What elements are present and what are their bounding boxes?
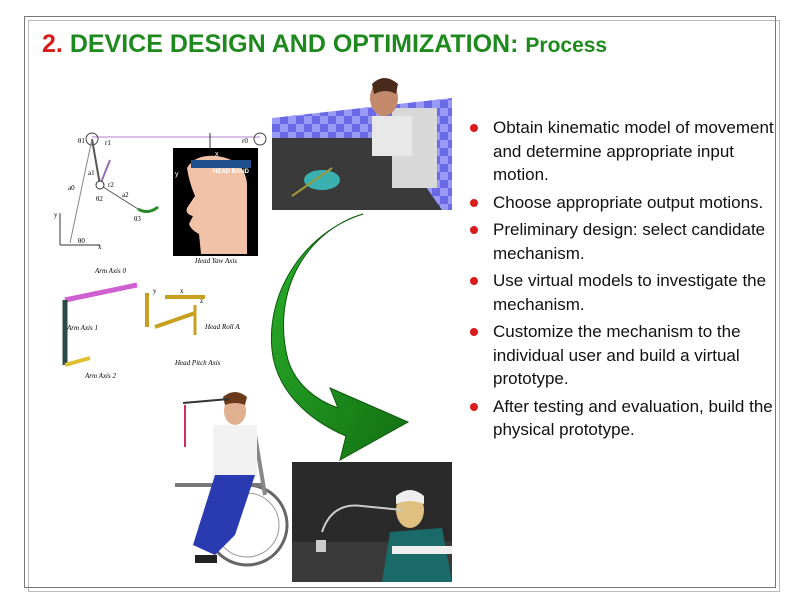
- kinematic-diagram: θ1 r1 r0 a1 r2 a2 θ2 a0 θ3 y x θ0: [54, 132, 267, 251]
- virtual-model-scene: [272, 68, 452, 210]
- kin-label: a1: [88, 169, 95, 177]
- bullet-item: Obtain kinematic model of movement and d…: [468, 116, 780, 187]
- bullet-dot-icon: [470, 328, 478, 336]
- mechanism-diagram: Arm Axis 0 Head Yaw Axis y x z Arm Axis …: [62, 257, 240, 380]
- head-label: y: [175, 171, 179, 178]
- bullet-text: After testing and evaluation, build the …: [493, 396, 773, 440]
- kin-label: θ0: [78, 237, 85, 245]
- bullet-item: After testing and evaluation, build the …: [468, 395, 780, 442]
- kin-label: r2: [108, 181, 114, 189]
- bullet-item: Use virtual models to investigate the me…: [468, 269, 780, 316]
- slide-shadow-border: [28, 20, 780, 592]
- bullet-text: Use virtual models to investigate the me…: [493, 271, 767, 314]
- mech-label: Arm Axis 0: [94, 267, 126, 275]
- bullet-item: Choose appropriate output motions.: [468, 191, 780, 215]
- bullet-item: Preliminary design: select candidate mec…: [468, 218, 780, 265]
- kin-label: θ1: [78, 137, 85, 145]
- kin-label: a0: [68, 184, 75, 192]
- bullet-text: Customize the mechanism to the individua…: [493, 322, 741, 388]
- bullet-item: Customize the mechanism to the individua…: [468, 320, 780, 391]
- kin-label: y: [54, 211, 58, 219]
- mech-label: x: [180, 287, 184, 295]
- mech-label: z: [200, 297, 203, 305]
- mech-label: Head Roll Axis: [204, 323, 240, 331]
- kin-label: θ2: [96, 195, 103, 203]
- bullet-dot-icon: [470, 124, 478, 132]
- mech-label: Head Yaw Axis: [194, 257, 237, 265]
- bullet-text: Preliminary design: select candidate mec…: [493, 220, 766, 263]
- head-label: x: [215, 151, 219, 158]
- bullet-dot-icon: [470, 402, 478, 411]
- title-number: 2.: [42, 30, 63, 58]
- bullet-text: Choose appropriate output motions.: [493, 192, 764, 212]
- kin-label: a2: [122, 191, 129, 199]
- bullet-dot-icon: [470, 226, 478, 234]
- curved-arrow-icon: [270, 213, 410, 462]
- title-main: DEVICE DESIGN AND OPTIMIZATION:: [69, 30, 519, 58]
- kin-label: r1: [105, 139, 111, 147]
- bullet-list: Obtain kinematic model of movement and d…: [468, 116, 780, 446]
- kin-label: r0: [242, 137, 248, 145]
- mech-label: y: [153, 287, 157, 295]
- wheelchair-user-model: [175, 392, 289, 567]
- head-figure: HEAD BAND x y: [173, 148, 258, 256]
- bullet-dot-icon: [470, 277, 478, 285]
- slide-border: [24, 16, 776, 588]
- kin-label: x: [98, 243, 102, 251]
- bullet-dot-icon: [470, 198, 478, 207]
- slide-title: 2. DEVICE DESIGN AND OPTIMIZATION: Proce…: [42, 30, 607, 59]
- bullet-text: Obtain kinematic model of movement and d…: [493, 118, 774, 184]
- head-label: HEAD BAND: [213, 169, 250, 175]
- mech-label: Head Pitch Axis: [174, 359, 221, 367]
- mech-label: Arm Axis 1: [66, 324, 98, 332]
- title-subtitle: Process: [525, 34, 608, 57]
- physical-prototype-photo: [292, 462, 452, 582]
- kin-label: θ3: [134, 215, 141, 223]
- mech-label: Arm Axis 2: [84, 372, 116, 380]
